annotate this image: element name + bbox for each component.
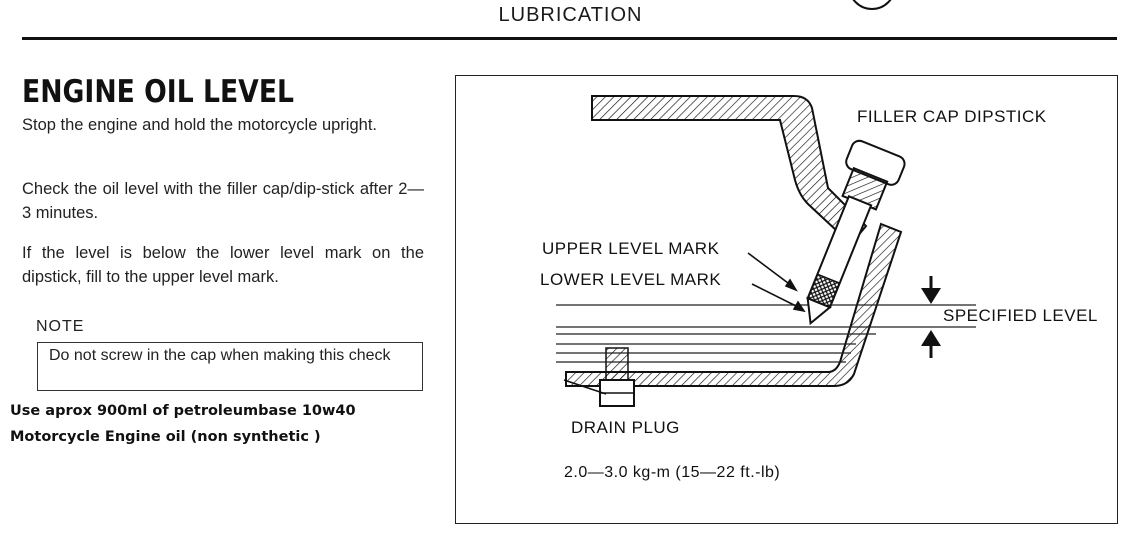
header-divider bbox=[22, 37, 1117, 40]
lower-level-mark-label: LOWER LEVEL MARK bbox=[540, 270, 722, 289]
specified-level-label: SPECIFIED LEVEL bbox=[943, 306, 1098, 325]
crankcase-wall bbox=[591, 95, 868, 246]
drain-plug bbox=[599, 347, 635, 407]
drain-plug-label: DRAIN PLUG bbox=[571, 418, 680, 437]
note-label: NOTE bbox=[36, 318, 85, 335]
filler-cap-dipstick-label: FILLER CAP DIPSTICK bbox=[857, 107, 1047, 126]
oil-lines bbox=[556, 304, 976, 363]
section-title: LUBRICATION bbox=[498, 4, 643, 26]
instruction-paragraph-1: Stop the engine and hold the motorcycle … bbox=[22, 116, 377, 134]
instruction-paragraph-2: Check the oil level with the filler cap/… bbox=[22, 180, 424, 222]
oil-annotation-line-1: Use aprox 900ml of petroleumbase 10w40 bbox=[10, 403, 356, 419]
note-box: Do not screw in the cap when making this… bbox=[37, 342, 423, 391]
oil-level-diagram: FILLER CAP DIPSTICK UPPER LEVEL MARK LOW… bbox=[455, 75, 1118, 524]
diagram-illustration bbox=[556, 95, 976, 407]
oil-annotation-line-2: Motorcycle Engine oil (non synthetic ) bbox=[10, 429, 321, 445]
specified-level-arrows bbox=[921, 276, 941, 358]
upper-level-mark-label: UPPER LEVEL MARK bbox=[542, 239, 720, 258]
instruction-paragraph-3: If the level is below the lower level ma… bbox=[22, 244, 424, 286]
filler-cap-dipstick bbox=[806, 139, 906, 326]
note-text: Do not screw in the cap when making this… bbox=[49, 347, 391, 364]
torque-spec-label: 2.0—3.0 kg-m (15—22 ft.-lb) bbox=[564, 464, 781, 481]
crankcase-side-wall bbox=[565, 222, 903, 387]
page-heading: ENGINE OIL LEVEL bbox=[22, 74, 295, 110]
